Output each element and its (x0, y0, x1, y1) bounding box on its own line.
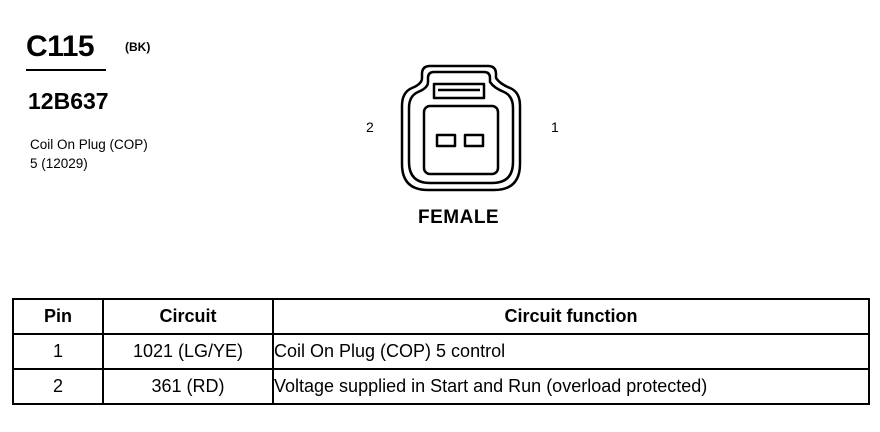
cell-circuit-function: Coil On Plug (COP) 5 control (272, 333, 870, 370)
connector-id-underline (26, 69, 106, 71)
connector-face-diagram (400, 64, 522, 192)
terminal-pin-2 (435, 133, 457, 148)
connector-housing-outer (400, 64, 522, 192)
terminal-pin-1 (463, 133, 485, 148)
header-circuit: Circuit (102, 298, 274, 335)
table-header-row: Pin Circuit Circuit function (12, 298, 870, 335)
connector-housing-inner (407, 70, 515, 185)
terminal-cavity (422, 104, 500, 176)
pin-label-right: 1 (551, 119, 559, 135)
locking-tab (432, 82, 486, 100)
part-number: 12B637 (28, 88, 109, 114)
component-description-line-2: 5 (12029) (30, 156, 88, 171)
cell-pin: 2 (12, 368, 104, 405)
cell-circuit: 1021 (LG/YE) (102, 333, 274, 370)
header-circuit-function: Circuit function (272, 298, 870, 335)
pin-label-left: 2 (366, 119, 374, 135)
component-description-line-1: Coil On Plug (COP) (30, 137, 148, 152)
connector-id: C115 (26, 30, 95, 63)
connector-color: (BK) (125, 40, 151, 54)
connector-gender: FEMALE (418, 207, 500, 228)
header-pin: Pin (12, 298, 104, 335)
cell-circuit-function: Voltage supplied in Start and Run (overl… (272, 368, 870, 405)
table-row: 2 361 (RD) Voltage supplied in Start and… (12, 368, 870, 405)
cell-circuit: 361 (RD) (102, 368, 274, 405)
cell-pin: 1 (12, 333, 104, 370)
table-row: 1 1021 (LG/YE) Coil On Plug (COP) 5 cont… (12, 333, 870, 370)
pin-function-table: Pin Circuit Circuit function 1 1021 (LG/… (12, 298, 870, 405)
